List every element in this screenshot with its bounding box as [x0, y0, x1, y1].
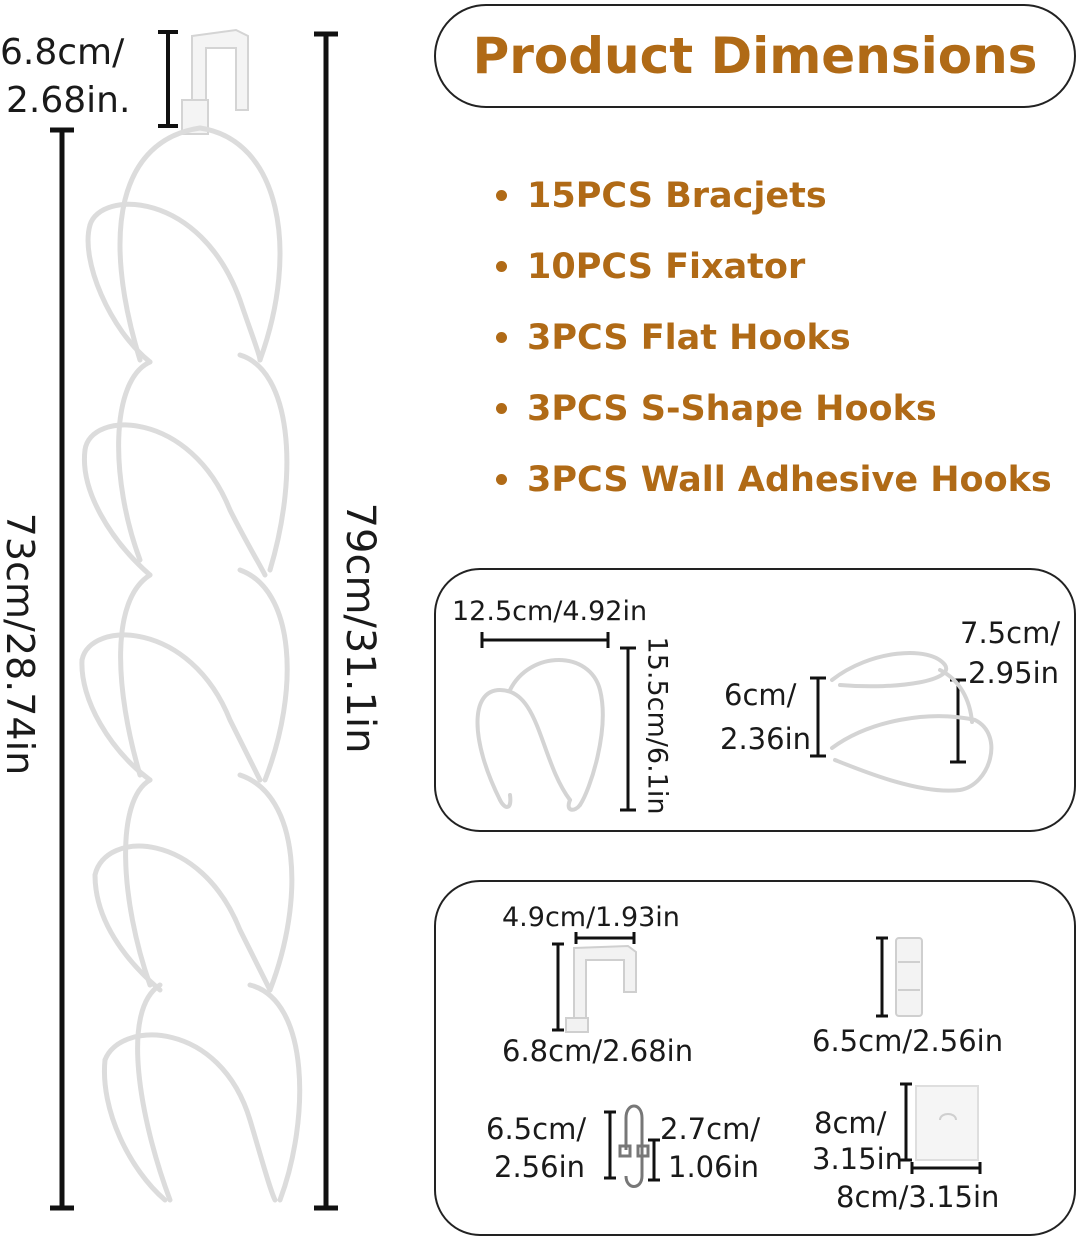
wire-bracket-chain: [79, 125, 303, 1203]
adhesive-height-line2: 3.15in: [812, 1142, 904, 1176]
bracket-depth-label-line2: 2.95in: [968, 656, 1060, 690]
fixator-height-label: 6.5cm/2.56in: [812, 1024, 1004, 1058]
fixator: [895, 937, 923, 1017]
title-pill: Product Dimensions: [434, 4, 1076, 108]
adhesive-hook: [915, 1085, 979, 1161]
right-length-dimension-line: [314, 31, 338, 1211]
top-clip-dimension-line: [158, 30, 178, 128]
top-clip-dim-line1: 6.8cm/: [0, 32, 125, 73]
bracket-side-wire: [830, 651, 994, 793]
top-clip-dim-line2: 2.68in.: [6, 80, 131, 121]
list-item: 15PCS Bracjets: [496, 160, 1052, 231]
bracket-dimension-lines: [480, 632, 966, 812]
flat-hook-height-label: 6.8cm/2.68in: [502, 1034, 694, 1068]
package-contents-list: 15PCS Bracjets 10PCS Fixator 3PCS Flat H…: [496, 160, 1052, 515]
left-length-dimension-line: [50, 127, 74, 1211]
adhesive-width-label: 8cm/3.15in: [836, 1180, 1000, 1214]
list-item: 3PCS Wall Adhesive Hooks: [496, 444, 1052, 515]
flat-hook-width-label: 4.9cm/1.93in: [502, 902, 680, 933]
bullet-dot-icon: [496, 261, 507, 272]
bullet-dot-icon: [496, 474, 507, 485]
flat-hook: [565, 944, 637, 1033]
s-hook-height-line2: 2.56in: [494, 1150, 586, 1184]
list-item: 3PCS Flat Hooks: [496, 302, 1052, 373]
hooks-dimension-lines: [552, 932, 982, 1182]
s-hook-width-line2: 1.06in: [668, 1150, 760, 1184]
bullet-dot-icon: [496, 332, 507, 343]
s-hook-width-line1: 2.7cm/: [660, 1112, 761, 1146]
bullet-dot-icon: [496, 190, 507, 201]
bracket-depth-label-line1: 7.5cm/: [960, 616, 1061, 650]
bracket-width-label: 12.5cm/4.92in: [452, 596, 648, 627]
bracket-wire: [475, 658, 605, 812]
hooks-dimensions-panel: [434, 880, 1076, 1236]
list-item: 3PCS S-Shape Hooks: [496, 373, 1052, 444]
list-item: 10PCS Fixator: [496, 231, 1052, 302]
adhesive-height-line1: 8cm/: [814, 1106, 887, 1140]
bracket-side-label-line2: 2.36in: [720, 722, 812, 756]
s-hook: [618, 1104, 650, 1188]
page-title: Product Dimensions: [472, 27, 1038, 85]
bullet-dot-icon: [496, 403, 507, 414]
s-hook-height-line1: 6.5cm/: [486, 1112, 587, 1146]
bracket-side-label-line1: 6cm/: [724, 678, 797, 712]
